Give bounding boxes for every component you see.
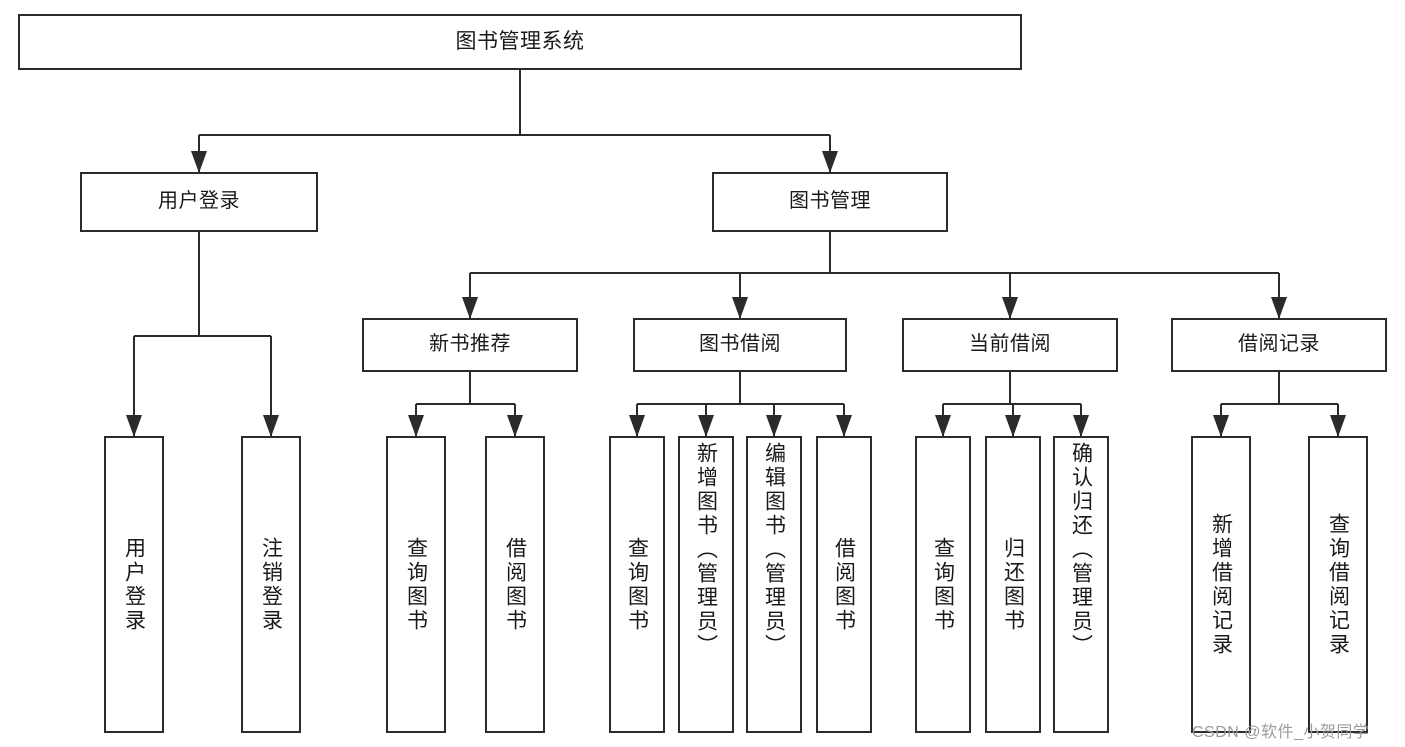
connector-arrowhead	[507, 415, 523, 437]
connector-arrowhead	[1002, 297, 1018, 319]
connector-arrowhead	[836, 415, 852, 437]
connector-arrowhead	[1330, 415, 1346, 437]
node-leaf-add-record[interactable]: 新增借阅记录	[1191, 436, 1251, 733]
node-leaf-logout[interactable]: 注销登录	[241, 436, 301, 733]
node-leaf-user-login[interactable]: 用户登录	[104, 436, 164, 733]
node-leaf-return-book[interactable]: 归还图书	[985, 436, 1041, 733]
connector-arrowhead	[191, 151, 207, 173]
node-leaf-borrow-book-2[interactable]: 借阅图书	[816, 436, 872, 733]
node-label: 借阅记录	[1238, 333, 1320, 356]
node-label: 归还图书	[1001, 536, 1025, 633]
node-label: 新书推荐	[429, 333, 511, 356]
node-label: 查询图书	[931, 536, 955, 633]
node-label: 图书管理	[789, 190, 871, 213]
node-leaf-query-book-3[interactable]: 查询图书	[915, 436, 971, 733]
node-leaf-edit-book-admin[interactable]: 编辑图书（管理员）	[746, 436, 802, 733]
node-label: 编辑图书（管理员）	[762, 442, 786, 658]
node-borrow-record[interactable]: 借阅记录	[1171, 318, 1387, 372]
node-label: 注销登录	[259, 536, 283, 633]
node-label: 图书管理系统	[455, 29, 585, 53]
connector-arrowhead	[263, 415, 279, 437]
connector-arrowhead	[408, 415, 424, 437]
node-leaf-borrow-book-1[interactable]: 借阅图书	[485, 436, 545, 733]
node-label: 用户登录	[122, 536, 146, 633]
node-label: 确认归还（管理员）	[1069, 442, 1093, 658]
connector-arrowhead	[1271, 297, 1287, 319]
node-root[interactable]: 图书管理系统	[18, 14, 1022, 70]
connector-arrowhead	[462, 297, 478, 319]
connector-arrowhead	[935, 415, 951, 437]
connector-arrowhead	[732, 297, 748, 319]
node-label: 当前借阅	[969, 333, 1051, 356]
node-leaf-query-book-2[interactable]: 查询图书	[609, 436, 665, 733]
connector-arrowhead	[1005, 415, 1021, 437]
connector-arrowhead	[126, 415, 142, 437]
node-leaf-query-book-1[interactable]: 查询图书	[386, 436, 446, 733]
connector-arrowhead	[698, 415, 714, 437]
node-label: 用户登录	[158, 190, 240, 213]
node-label: 新增图书（管理员）	[694, 442, 718, 658]
connector-arrowhead	[766, 415, 782, 437]
node-current-borrow[interactable]: 当前借阅	[902, 318, 1118, 372]
node-new-book-rec[interactable]: 新书推荐	[362, 318, 578, 372]
node-label: 新增借阅记录	[1209, 512, 1233, 657]
node-label: 借阅图书	[503, 536, 527, 633]
node-book-mgmt[interactable]: 图书管理	[712, 172, 948, 232]
connector-arrowhead	[822, 151, 838, 173]
node-book-borrow[interactable]: 图书借阅	[633, 318, 847, 372]
node-leaf-add-book-admin[interactable]: 新增图书（管理员）	[678, 436, 734, 733]
connector-arrowhead	[629, 415, 645, 437]
node-label: 查询借阅记录	[1326, 512, 1350, 657]
csdn-watermark: CSDN @软件_小贺同学	[1192, 724, 1370, 741]
node-label: 图书借阅	[699, 333, 781, 356]
connector-arrowhead	[1073, 415, 1089, 437]
connector-arrowhead	[1213, 415, 1229, 437]
node-leaf-query-record[interactable]: 查询借阅记录	[1308, 436, 1368, 733]
node-label: 查询图书	[404, 536, 428, 633]
node-user-login[interactable]: 用户登录	[80, 172, 318, 232]
node-leaf-confirm-return-admin[interactable]: 确认归还（管理员）	[1053, 436, 1109, 733]
node-label: 查询图书	[625, 536, 649, 633]
node-label: 借阅图书	[832, 536, 856, 633]
